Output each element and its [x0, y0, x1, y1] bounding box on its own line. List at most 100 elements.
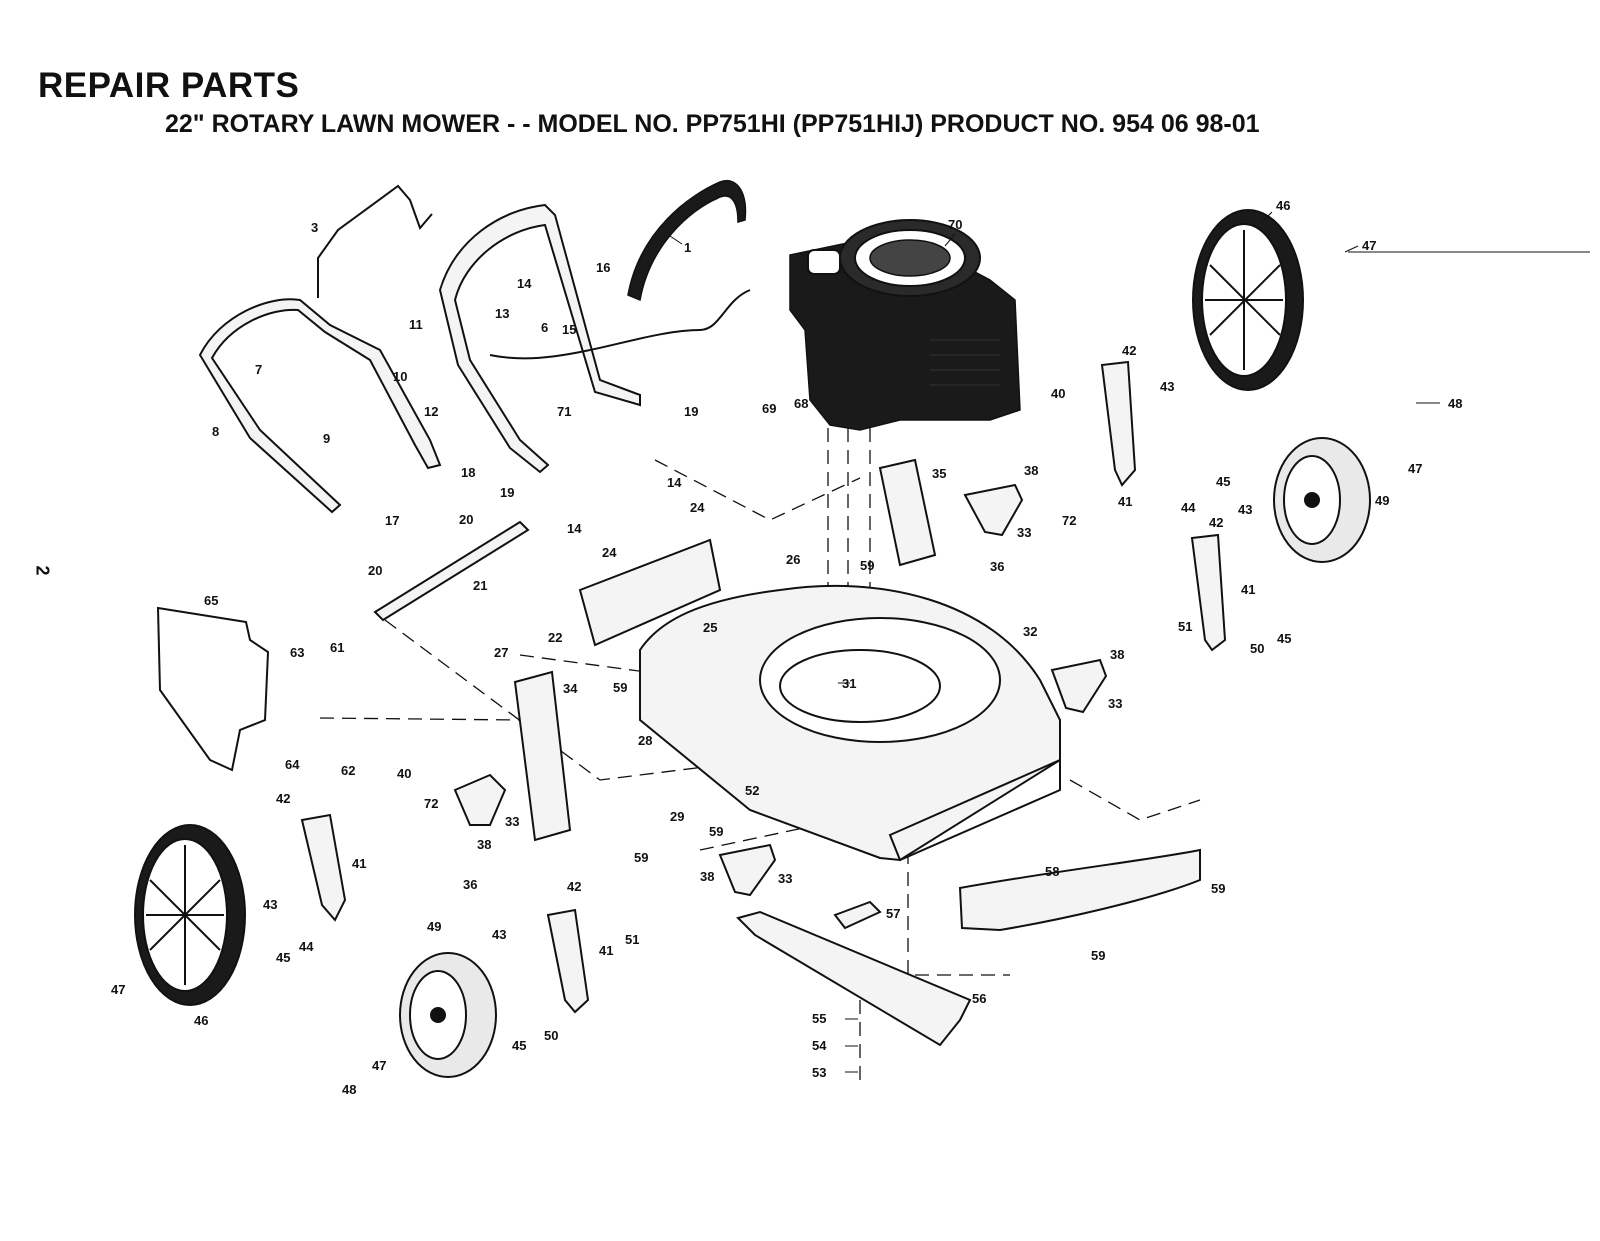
callout-47: 47 — [1362, 238, 1376, 253]
height-cam-plate — [453, 773, 507, 826]
callout-72: 72 — [424, 796, 438, 811]
callout-26: 26 — [786, 552, 800, 567]
page-title: REPAIR PARTS — [38, 66, 300, 105]
rear-axle-rod — [373, 520, 530, 622]
callout-13: 13 — [495, 306, 509, 321]
callout-43: 43 — [1238, 502, 1252, 517]
callout-24: 24 — [690, 500, 705, 515]
callout-20: 20 — [368, 563, 382, 578]
callout-56: 56 — [972, 991, 986, 1006]
upper-handle-grip — [627, 179, 747, 302]
height-cam-plate — [718, 843, 777, 897]
height-adjust-lever-right-front — [1190, 533, 1227, 652]
callout-59: 59 — [1091, 948, 1105, 963]
callout-32: 32 — [1023, 624, 1037, 639]
mower-blade — [736, 910, 972, 1047]
callout-40: 40 — [1051, 386, 1065, 401]
lower-handle — [198, 298, 442, 514]
callout-34: 34 — [563, 681, 578, 696]
callout-72: 72 — [1062, 513, 1076, 528]
callout-10: 10 — [393, 369, 407, 384]
callout-33: 33 — [1017, 525, 1031, 540]
side-baffle — [958, 848, 1201, 932]
callout-38: 38 — [700, 869, 714, 884]
callout-44: 44 — [1181, 500, 1196, 515]
callout-41: 41 — [352, 856, 366, 871]
rear-deflector — [578, 538, 722, 647]
rear-wheel-left — [134, 824, 246, 1006]
axle-bracket-34 — [513, 670, 572, 842]
callout-38: 38 — [1110, 647, 1124, 662]
callout-68: 68 — [794, 396, 808, 411]
callout-52: 52 — [745, 783, 759, 798]
callout-33: 33 — [778, 871, 792, 886]
callout-46: 46 — [194, 1013, 208, 1028]
callout-47: 47 — [372, 1058, 386, 1073]
callout-28: 28 — [638, 733, 652, 748]
callout-43: 43 — [1160, 379, 1174, 394]
callout-42: 42 — [567, 879, 581, 894]
callout-14: 14 — [667, 475, 682, 490]
callout-41: 41 — [1118, 494, 1132, 509]
callout-1: 1 — [684, 240, 691, 255]
callout-40: 40 — [397, 766, 411, 781]
callout-50: 50 — [1250, 641, 1264, 656]
handle-upper-tube — [438, 203, 641, 474]
callout-64: 64 — [285, 757, 300, 772]
callout-59: 59 — [613, 680, 627, 695]
callout-6: 6 — [541, 320, 548, 335]
callout-12: 12 — [424, 404, 438, 419]
callout-45: 45 — [276, 950, 290, 965]
callout-14: 14 — [517, 276, 532, 291]
callout-55: 55 — [812, 1011, 826, 1026]
callout-51: 51 — [1178, 619, 1192, 634]
height-adjust-lever-left — [300, 813, 347, 922]
callout-53: 53 — [812, 1065, 826, 1080]
callout-7: 7 — [255, 362, 262, 377]
callout-27: 27 — [494, 645, 508, 660]
callout-15: 15 — [562, 322, 576, 337]
callout-48: 48 — [342, 1082, 356, 1097]
front-wheel-left — [399, 952, 497, 1078]
callout-51: 51 — [625, 932, 639, 947]
callout-35: 35 — [932, 466, 946, 481]
callout-47: 47 — [111, 982, 125, 997]
height-adjust-lever-right-rear — [1100, 360, 1137, 487]
callout-71: 71 — [557, 404, 571, 419]
blade-adapter — [833, 900, 882, 930]
callout-11: 11 — [409, 317, 423, 332]
callout-45: 45 — [1277, 631, 1291, 646]
rear-wheel-right — [1192, 209, 1304, 391]
callout-19: 19 — [500, 485, 514, 500]
callout-leaders — [669, 211, 1590, 1073]
callout-44: 44 — [299, 939, 314, 954]
callout-45: 45 — [512, 1038, 526, 1053]
callout-33: 33 — [505, 814, 519, 829]
callout-36: 36 — [463, 877, 477, 892]
callout-54: 54 — [812, 1038, 827, 1053]
callout-42: 42 — [1122, 343, 1136, 358]
callout-41: 41 — [599, 943, 613, 958]
callout-43: 43 — [492, 927, 506, 942]
callout-38: 38 — [1024, 463, 1038, 478]
callout-29: 29 — [670, 809, 684, 824]
callout-57: 57 — [886, 906, 900, 921]
callout-61: 61 — [330, 640, 344, 655]
callout-3: 3 — [311, 220, 318, 235]
callout-33: 33 — [1108, 696, 1122, 711]
callout-69: 69 — [762, 401, 776, 416]
engine — [789, 219, 1021, 431]
callout-70: 70 — [948, 217, 962, 232]
callout-19: 19 — [684, 404, 698, 419]
control-cable — [489, 289, 751, 360]
callout-25: 25 — [703, 620, 717, 635]
callout-41: 41 — [1241, 582, 1255, 597]
callout-14: 14 — [567, 521, 582, 536]
model-subtitle: 22" ROTARY LAWN MOWER - - MODEL NO. PP75… — [165, 110, 1260, 138]
callout-36: 36 — [990, 559, 1004, 574]
callout-59: 59 — [634, 850, 648, 865]
callout-59: 59 — [709, 824, 723, 839]
callout-24: 24 — [602, 545, 617, 560]
callout-49: 49 — [427, 919, 441, 934]
